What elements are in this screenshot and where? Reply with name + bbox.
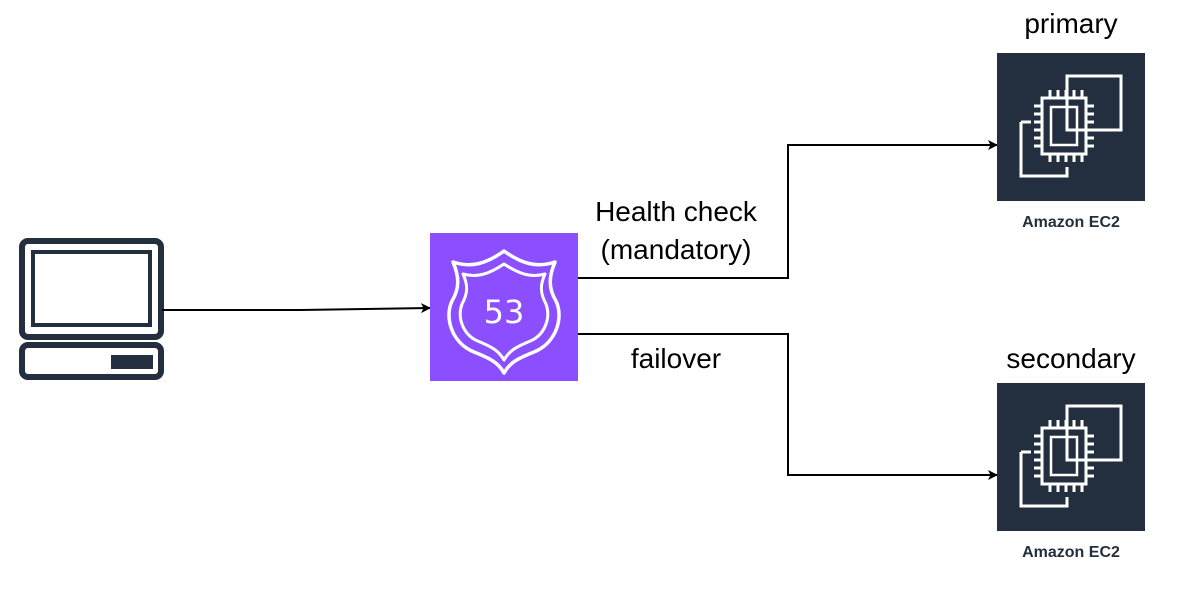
client-to-route53-arrow <box>162 303 431 314</box>
health-check-label-line2: (mandatory) <box>601 234 752 265</box>
ec2-primary-label: Amazon EC2 <box>1022 214 1120 231</box>
health-check-label-line1: Health check <box>595 196 758 227</box>
route53-icon: 53 <box>430 233 578 381</box>
route53-number-label: 53 <box>484 293 525 331</box>
ec2-secondary-label: Amazon EC2 <box>1022 544 1120 561</box>
ec2-secondary-icon <box>997 383 1145 531</box>
secondary-label: secondary <box>1006 343 1135 374</box>
primary-label: primary <box>1024 8 1117 39</box>
failover-label: failover <box>631 343 721 374</box>
secondary-route-arrow <box>578 333 998 480</box>
ec2-primary-icon <box>997 53 1145 201</box>
client-computer-icon <box>19 238 164 380</box>
primary-route-arrow <box>578 140 998 279</box>
